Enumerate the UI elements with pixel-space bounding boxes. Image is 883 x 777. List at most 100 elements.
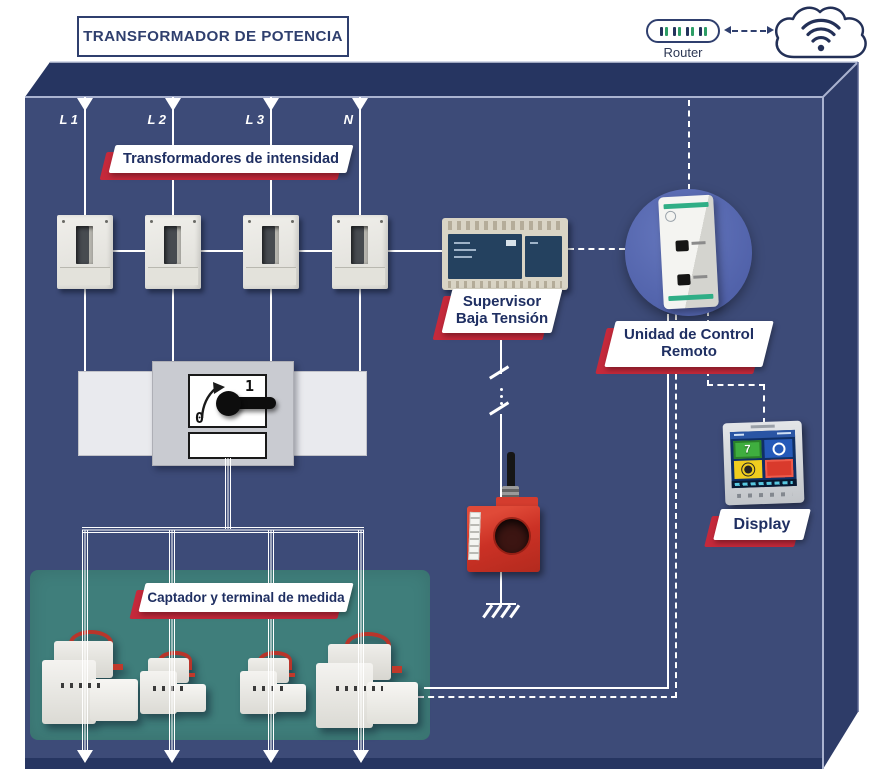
ct-window — [76, 226, 93, 264]
phase-label-l2: L 2 — [147, 112, 166, 127]
ct-terminal-base — [148, 267, 198, 285]
current-transformer-4 — [332, 215, 388, 289]
supervisor-device — [442, 218, 568, 290]
captador-device-1 — [42, 630, 138, 724]
router-leds — [685, 26, 694, 36]
display-buttons[interactable] — [737, 492, 793, 498]
ground-symbol-bar — [486, 603, 516, 605]
supervisor-side-panel — [525, 236, 562, 277]
ct-window — [164, 226, 181, 264]
phase-arrow-l3 — [263, 98, 279, 111]
router-device — [646, 19, 720, 43]
distribution-bus — [82, 527, 364, 533]
module-stripe-bottom — [668, 293, 714, 302]
router-label: Router — [663, 45, 703, 60]
switch-knob[interactable] — [216, 391, 241, 416]
measure-drop-line-1 — [82, 530, 88, 752]
wifi-icon — [801, 18, 841, 43]
remote-terminal-link-solid-h — [424, 687, 669, 689]
break-dot — [500, 395, 503, 398]
break-dot — [500, 402, 503, 405]
screen-status-bar — [729, 429, 796, 440]
display-screen: 7 — [729, 429, 797, 489]
banner-captador: Captador y terminal de medida — [129, 583, 354, 619]
ethernet-port-icon — [675, 239, 689, 252]
ct-window — [351, 226, 368, 264]
captador-device-4 — [316, 632, 418, 728]
sensor-antenna — [507, 452, 515, 490]
remote-terminal-link-solid-v — [667, 314, 669, 689]
measure-drop-line-3 — [268, 530, 274, 752]
wifi-dot — [817, 44, 825, 52]
banner-text: Display — [733, 515, 791, 533]
phase-arrow-n — [352, 98, 368, 111]
banner-text-line1: Supervisor — [462, 293, 542, 311]
output-arrow-3 — [263, 750, 279, 763]
display-device: 7 — [722, 420, 805, 506]
banner-text-line2: Baja Tensión — [455, 310, 549, 327]
banner-text: Captador y terminal de medida — [147, 589, 345, 605]
ct-terminal-base — [60, 267, 110, 285]
banner-text-line2: Remoto — [661, 343, 717, 360]
captador-device-2 — [140, 650, 206, 714]
supervisor-to-remote-link — [568, 248, 625, 250]
remote-control-module — [658, 194, 719, 310]
screen-tile-digit: 7 — [744, 443, 751, 456]
link-arrowhead-left — [724, 26, 731, 34]
current-transformer-2 — [145, 215, 201, 289]
phase-label-l1: L 1 — [59, 112, 78, 127]
break-dot — [500, 388, 503, 391]
screen-tile-red[interactable] — [764, 458, 794, 478]
module-logo — [664, 210, 677, 223]
din-terminals-bottom — [448, 281, 562, 288]
current-transformer-1 — [57, 215, 113, 289]
supervisor-front-panel — [448, 234, 522, 279]
output-arrow-4 — [353, 750, 369, 763]
measure-drop-line-2 — [169, 530, 175, 752]
router-leds — [698, 26, 707, 36]
remote-terminal-link-dashed-h — [418, 696, 677, 698]
switch-on-label: 1 — [245, 377, 255, 395]
switch-lower-box — [188, 432, 267, 459]
screen-ticker-bar — [731, 478, 797, 489]
banner-current-transformers: Transformadores de intensidad — [99, 145, 354, 180]
page-title: TRANSFORMADOR DE POTENCIA — [77, 16, 349, 57]
link-arrowhead-right — [767, 26, 774, 34]
remote-to-display-link-h — [707, 384, 765, 386]
module-stripe-top — [663, 201, 709, 210]
ct-terminal-base — [335, 267, 385, 285]
router-leds — [659, 26, 668, 36]
switch-rotation-arrow-icon — [200, 382, 225, 419]
banner-text: Transformadores de intensidad — [123, 150, 339, 167]
ct-window — [262, 226, 279, 264]
switch-off-label: 0 — [195, 409, 205, 427]
sensor-label-sticker — [468, 511, 481, 561]
switch-output-line — [225, 458, 231, 529]
measure-drop-line-4 — [358, 530, 364, 752]
phase-arrow-l2 — [165, 98, 181, 111]
current-transformer-3 — [243, 215, 299, 289]
router-leds — [672, 26, 681, 36]
trefoil-icon — [744, 465, 753, 474]
sensor-core-hole — [495, 519, 529, 553]
phase-label-l3: L 3 — [245, 112, 264, 127]
display-model-mark — [750, 424, 775, 429]
output-arrow-2 — [164, 750, 180, 763]
router-cloud-link — [732, 29, 766, 32]
phase-arrow-l1 — [77, 98, 93, 111]
remote-terminal-link-dashed-v — [675, 314, 677, 698]
banner-supervisor: Supervisor Baja Tensión — [432, 289, 563, 340]
output-arrow-1 — [77, 750, 93, 763]
phase-label-n: N — [343, 112, 353, 127]
banner-remote-control: Unidad de Control Remoto — [595, 321, 774, 374]
banner-text-line1: Unidad de Control — [624, 326, 754, 344]
din-terminals-top — [448, 221, 562, 230]
banner-display: Display — [704, 509, 811, 547]
screen-tile-yellow[interactable] — [733, 460, 763, 480]
power-ring-icon — [771, 441, 786, 456]
remote-to-display-link-v2 — [763, 384, 765, 424]
ct-terminal-base — [246, 267, 296, 285]
screen-tile-green[interactable]: 7 — [733, 440, 762, 460]
screen-tile-blue[interactable] — [764, 438, 793, 458]
